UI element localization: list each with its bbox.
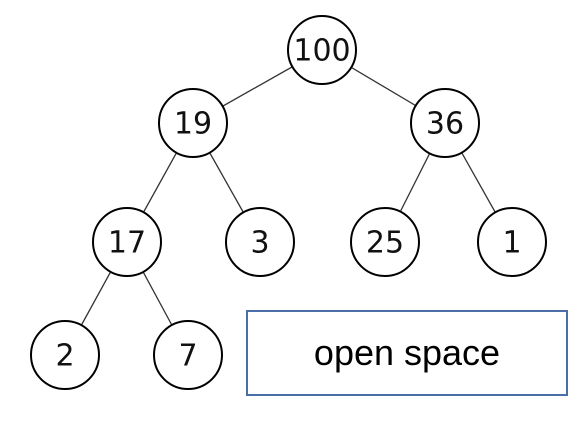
tree-node: 1 bbox=[477, 207, 547, 277]
node-circle bbox=[477, 207, 547, 277]
tree-node: 25 bbox=[350, 207, 420, 277]
node-label: 25 bbox=[366, 226, 404, 261]
tree-nodes: 100 19 36 17 3 25 1 2 7 bbox=[30, 15, 547, 390]
tree-node: 2 bbox=[30, 320, 100, 390]
node-circle bbox=[158, 88, 228, 158]
node-circle bbox=[350, 207, 420, 277]
open-space-box: open space bbox=[246, 310, 568, 396]
node-circle bbox=[287, 15, 357, 85]
node-label: 2 bbox=[55, 339, 74, 374]
node-label: 17 bbox=[108, 226, 146, 261]
node-label: 7 bbox=[178, 339, 197, 374]
tree-node: 19 bbox=[158, 88, 228, 158]
node-circle bbox=[410, 88, 480, 158]
node-circle bbox=[225, 207, 295, 277]
node-label: 1 bbox=[502, 226, 521, 261]
tree-node: 100 bbox=[287, 15, 357, 85]
node-label: 36 bbox=[426, 107, 464, 142]
open-space-label: open space bbox=[313, 332, 501, 373]
node-label: 19 bbox=[174, 107, 212, 142]
tree-node: 36 bbox=[410, 88, 480, 158]
node-circle bbox=[30, 320, 100, 390]
tree-node: 7 bbox=[153, 320, 223, 390]
tree-node: 17 bbox=[92, 207, 162, 277]
node-label: 3 bbox=[250, 226, 269, 261]
tree-node: 3 bbox=[225, 207, 295, 277]
node-label: 100 bbox=[293, 34, 350, 69]
node-circle bbox=[153, 320, 223, 390]
node-circle bbox=[92, 207, 162, 277]
